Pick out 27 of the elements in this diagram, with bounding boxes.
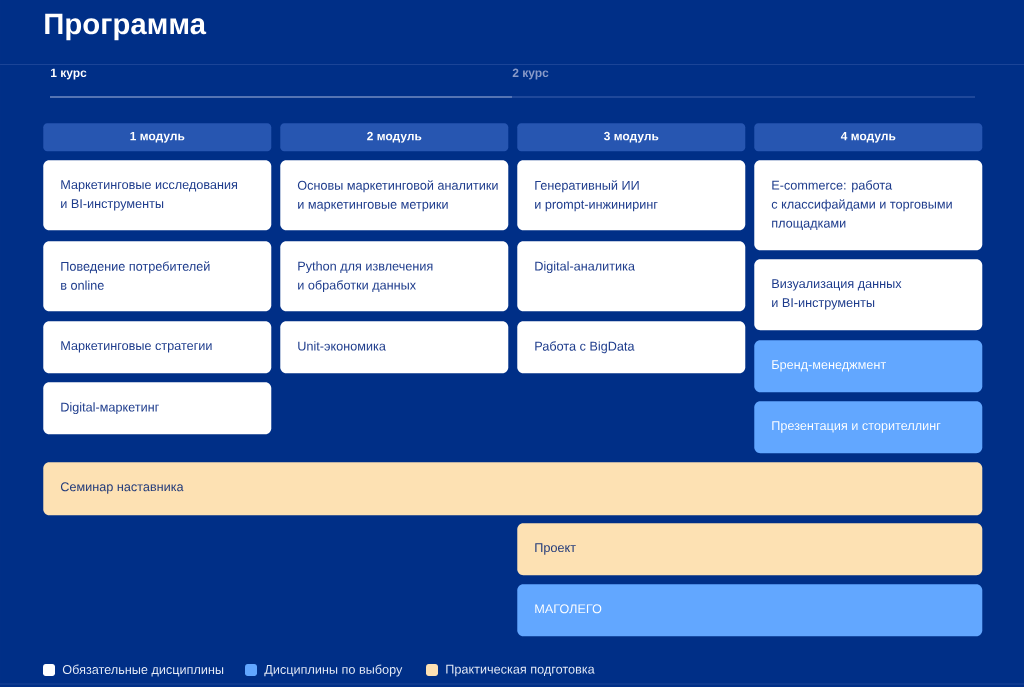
course-card: МАГОЛЕГО: [517, 584, 983, 637]
course-card: Digital-аналитика: [517, 241, 746, 312]
module-header: 3 модуль: [517, 123, 746, 152]
title: Программа: [45, 13, 207, 41]
course-card: Маркетинговые исследования и BI-инструменты: [43, 160, 272, 231]
course-card: Поведение потребителей в online: [43, 241, 272, 312]
course-card: Основы маркетинговой аналитики и маркетинговые метрики: [280, 160, 509, 231]
course-card: Бренд-менеджмент: [754, 340, 983, 393]
course-card: E-commerce: работа с классифайдами и торговыми площадками: [754, 160, 983, 251]
course-card: Python для извлечения и обработки данных: [280, 241, 509, 312]
module-header: 4 модуль: [754, 123, 983, 152]
course-card: Семинар наставника: [43, 462, 983, 516]
legend-label: Обязательные дисциплины: [62, 664, 224, 677]
course-card: Генеративный ИИ и prompt-инжиниринг: [517, 160, 746, 231]
tab-label: 1 курс: [51, 68, 87, 80]
module-header: 2 модуль: [280, 123, 509, 152]
tab-label: 2 курс: [512, 68, 549, 80]
course-card: Презентация и сторителлинг: [754, 401, 983, 454]
course-card: Проект: [517, 523, 983, 576]
course-card: Визуализация данных и BI-инструменты: [754, 259, 983, 331]
course-card: Digital-маркетинг: [43, 382, 272, 435]
legend-label: Дисциплины по выбору: [264, 664, 403, 677]
course-card: Работа с BigData: [517, 321, 746, 374]
course-card: Маркетинговые стратегии: [43, 321, 272, 374]
legend-label: Практическая подготовка: [446, 664, 595, 677]
module-header: 1 модуль: [43, 123, 272, 152]
course-card: Unit-экономика: [280, 321, 509, 374]
